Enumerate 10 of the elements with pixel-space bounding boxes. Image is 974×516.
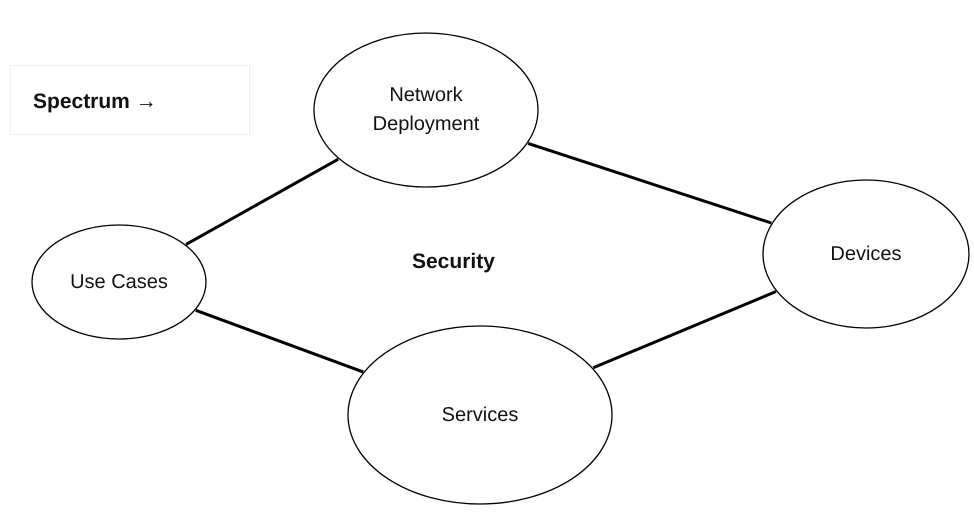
node-label: Network Deployment	[372, 83, 480, 137]
node-label: Devices	[830, 242, 902, 266]
connector-line	[185, 158, 339, 246]
spectrum-label: Spectrum →	[10, 65, 250, 135]
security-label: Security	[412, 250, 495, 274]
node-label: Services	[442, 402, 518, 428]
connector-line	[528, 142, 772, 224]
connector-line	[195, 308, 364, 374]
node-label: Use Cases	[70, 270, 168, 294]
connector-line	[592, 290, 777, 370]
